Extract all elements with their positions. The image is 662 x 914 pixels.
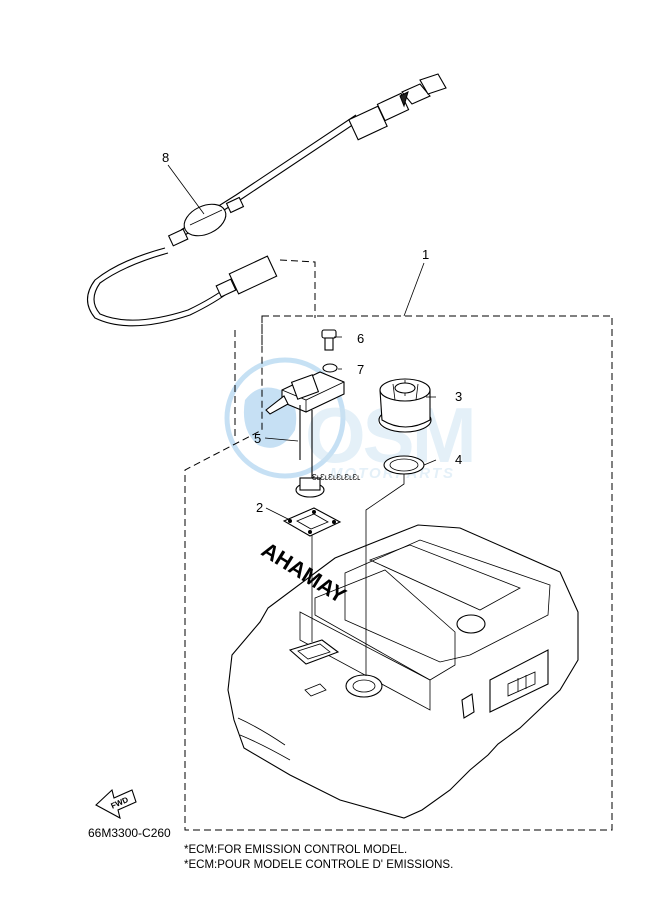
cap-seal-part — [383, 455, 425, 475]
fuel-gauge-part — [265, 371, 345, 498]
note-line: *ECM:POUR MODELE CONTROLE D' EMISSIONS. — [184, 859, 454, 871]
gasket-part — [282, 507, 342, 537]
callout-6: 6 — [357, 331, 364, 346]
callout-8: 8 — [162, 150, 169, 165]
callout-1: 1 — [422, 247, 429, 262]
fuel-tank: YAMAHA — [227, 524, 579, 819]
leader-lines — [167, 164, 437, 676]
gauge-scale-text: ƐʟƐʟƐʟƐʟƐʟƐʟ — [312, 473, 360, 482]
diagram-code: 66M3300-C260 — [88, 826, 171, 840]
assembly-boundary — [184, 315, 613, 831]
callout-3: 3 — [455, 389, 462, 404]
watermark-logo: OSM MOTORPARTS — [224, 357, 477, 482]
o-ring-part — [322, 363, 338, 373]
notes: *ECM:FOR EMISSION CONTROL MODEL. *ECM:PO… — [184, 843, 453, 873]
fuel-cap-part — [378, 378, 432, 433]
fuel-hose-assembly — [86, 73, 447, 327]
screw-part — [321, 329, 337, 351]
callout-5: 5 — [254, 431, 261, 446]
forward-arrow-icon: FWD — [95, 788, 137, 820]
callout-2: 2 — [256, 500, 263, 515]
connector-guide-2 — [279, 259, 316, 318]
callout-7: 7 — [357, 362, 364, 377]
note-line: *ECM:FOR EMISSION CONTROL MODEL. — [184, 844, 408, 856]
callout-4: 4 — [455, 452, 462, 467]
